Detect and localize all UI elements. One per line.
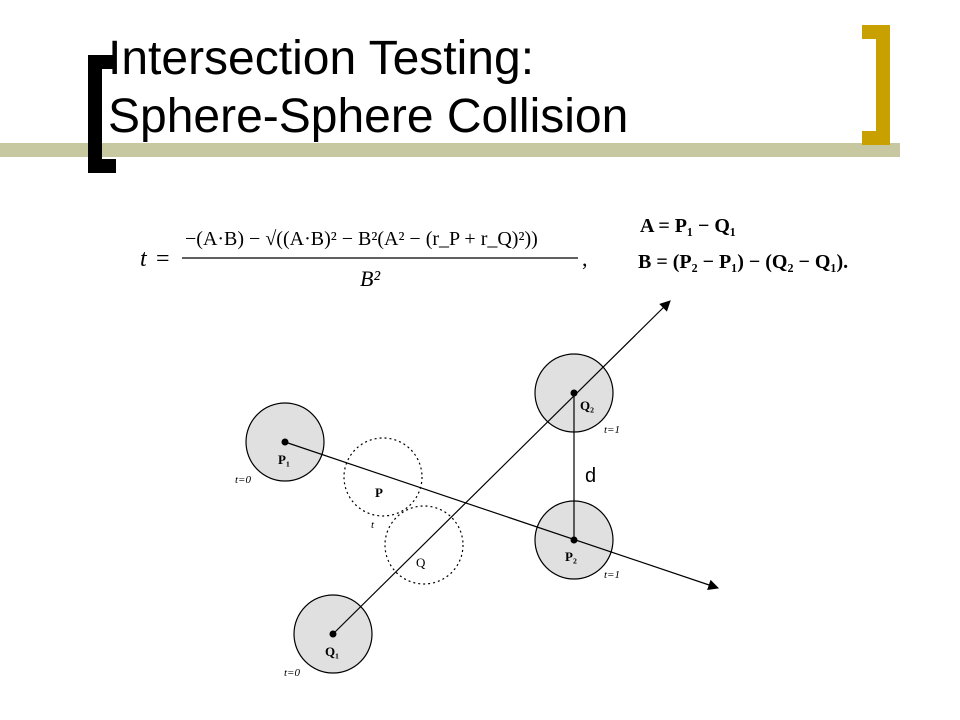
left-bracket-decoration bbox=[88, 55, 116, 173]
title-line-2: Sphere-Sphere Collision bbox=[108, 90, 629, 143]
sphere-p-at-t bbox=[343, 437, 423, 517]
formula: t = −(A·B) − √((A·B)² − B²(A² − (r_P + r… bbox=[140, 215, 848, 291]
formula-numerator: −(A·B) − √((A·B)² − B²(A² − (r_P + r_Q)²… bbox=[185, 228, 538, 250]
center-q1 bbox=[329, 630, 337, 638]
label-d: d bbox=[585, 465, 596, 487]
label-t0-q: t=0 bbox=[284, 667, 300, 679]
label-t1-p: t=1 bbox=[604, 569, 620, 581]
label-p2: P₂ bbox=[565, 549, 577, 564]
formula-equals: = bbox=[156, 246, 170, 272]
label-p: P bbox=[375, 485, 383, 500]
label-q2: Q₂ bbox=[580, 398, 594, 413]
label-t1-q: t=1 bbox=[604, 424, 620, 436]
formula-comma: , bbox=[582, 246, 588, 271]
center-q2 bbox=[570, 389, 578, 397]
trajectory-p bbox=[284, 441, 720, 591]
label-q: Q bbox=[416, 555, 426, 570]
sphere-q-at-t bbox=[384, 505, 464, 585]
slide-title: Intersection Testing: Sphere-Sphere Coll… bbox=[108, 30, 628, 146]
center-p1 bbox=[281, 438, 289, 446]
label-p1: P₁ bbox=[278, 452, 290, 467]
formula-def-b: B = (P₂ − P₁) − (Q₂ − Q₁). bbox=[638, 251, 848, 273]
label-q1: Q₁ bbox=[325, 644, 339, 659]
right-bracket-decoration bbox=[862, 25, 890, 145]
decorative-underline bbox=[0, 143, 900, 157]
label-t: t bbox=[371, 519, 375, 531]
label-t0-p: t=0 bbox=[235, 474, 251, 486]
center-p2 bbox=[570, 536, 578, 544]
formula-t: t bbox=[140, 246, 148, 272]
formula-denominator: B² bbox=[360, 266, 380, 291]
formula-def-a: A = P₁ − Q₁ bbox=[640, 215, 736, 237]
trajectory-q bbox=[332, 300, 671, 635]
title-line-1: Intersection Testing: bbox=[108, 32, 535, 85]
